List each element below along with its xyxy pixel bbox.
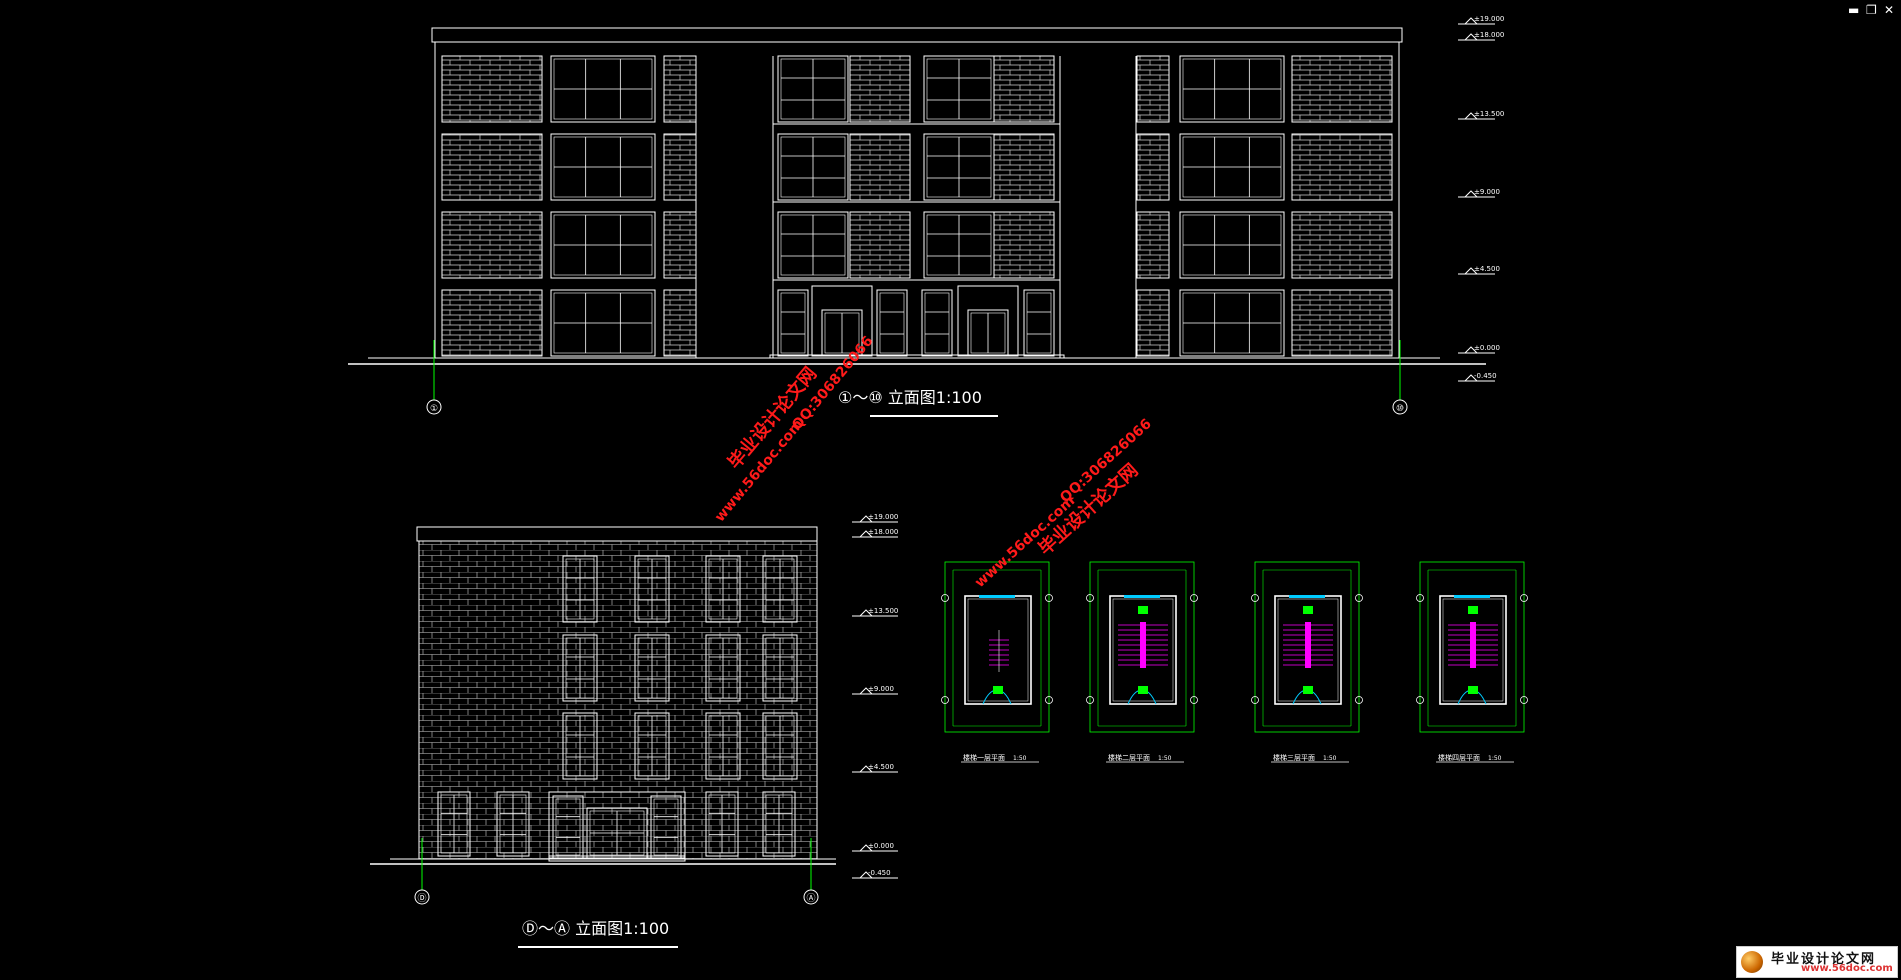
site-logo[interactable]: 毕业设计论文网 www.56doc.com	[1736, 946, 1898, 978]
front-level-7: -0.450	[1474, 372, 1497, 380]
stair-plan-3-label: 楼梯三层平面	[1273, 753, 1315, 762]
side-level-7: -0.450	[868, 869, 891, 877]
logo-url: www.56doc.com	[1801, 963, 1893, 974]
stair-plan-2-label: 楼梯二层平面	[1108, 753, 1150, 762]
stair-plan-4-scale: 1:50	[1488, 755, 1502, 762]
front-elevation	[348, 17, 1495, 415]
watermark-1: 毕业设计论文网 www.56doc.com QQ:306826066	[712, 333, 877, 525]
side-brick-wall	[418, 540, 818, 860]
side-level-4: ±9.000	[868, 685, 894, 693]
watermark-2: www.56doc.com QQ:306826066 毕业设计论文网	[972, 416, 1155, 591]
side-level-2: ±18.000	[868, 528, 898, 536]
logo-name: 毕业设计论文网	[1771, 952, 1877, 967]
front-level-6: ±0.000	[1474, 344, 1500, 352]
side-level-3: ±13.500	[868, 607, 898, 615]
minimize-button[interactable]: ▬	[1848, 3, 1860, 17]
front-level-2: ±18.000	[1474, 31, 1504, 39]
front-level-5: ±4.500	[1474, 265, 1500, 273]
front-window-bays	[441, 55, 1393, 359]
side-level-1: ±19.000	[868, 513, 898, 521]
stair-plan-4: 楼梯四层平面 1:50	[1416, 561, 1528, 763]
side-elevation-title: Ⓓ～Ⓐ 立面图1:100	[522, 919, 669, 938]
front-parapet	[431, 27, 1403, 43]
front-axis-right-label: ⑩	[1396, 404, 1404, 414]
side-window-grid	[437, 555, 798, 862]
front-elevation-title: ①～⑩ 立面图1:100	[838, 388, 982, 407]
side-level-5: ±4.500	[868, 763, 894, 771]
front-level-4: ±9.000	[1474, 188, 1500, 196]
side-elevation	[370, 515, 898, 905]
front-level-3: ±13.500	[1474, 110, 1504, 118]
close-button[interactable]: ✕	[1884, 3, 1895, 17]
side-parapet	[416, 526, 818, 542]
stair-plan-2-scale: 1:50	[1158, 755, 1172, 762]
side-axis-right-label: Ⓐ	[806, 893, 815, 904]
stair-plan-3-scale: 1:50	[1323, 755, 1337, 762]
front-level-1: ±19.000	[1474, 15, 1504, 23]
side-level-6: ±0.000	[868, 842, 894, 850]
side-level-markers	[852, 515, 898, 879]
front-axis-left-label: ①	[430, 404, 438, 414]
stair-plan-1-scale: 1:50	[1013, 755, 1027, 762]
side-title-underline	[518, 946, 678, 948]
restore-button[interactable]: ❐	[1866, 3, 1877, 17]
side-axis-left-label: Ⓓ	[417, 893, 426, 904]
stair-plan-4-label: 楼梯四层平面	[1438, 753, 1480, 762]
globe-icon	[1741, 951, 1763, 973]
stair-plan-3: 楼梯三层平面 1:50	[1251, 561, 1363, 763]
stair-plan-1-label: 楼梯一层平面	[963, 753, 1005, 762]
stair-plan-1: 楼梯一层平面 1:50	[941, 561, 1053, 763]
stair-plans: 楼梯一层平面 1:50 楼梯二层平面 1:50 楼梯三层平面 1:50 楼梯四层平面 1:50	[941, 561, 1528, 763]
stair-plan-2: 楼梯二层平面 1:50	[1086, 561, 1198, 763]
front-title-underline	[870, 415, 998, 417]
front-level-markers	[1458, 17, 1495, 382]
